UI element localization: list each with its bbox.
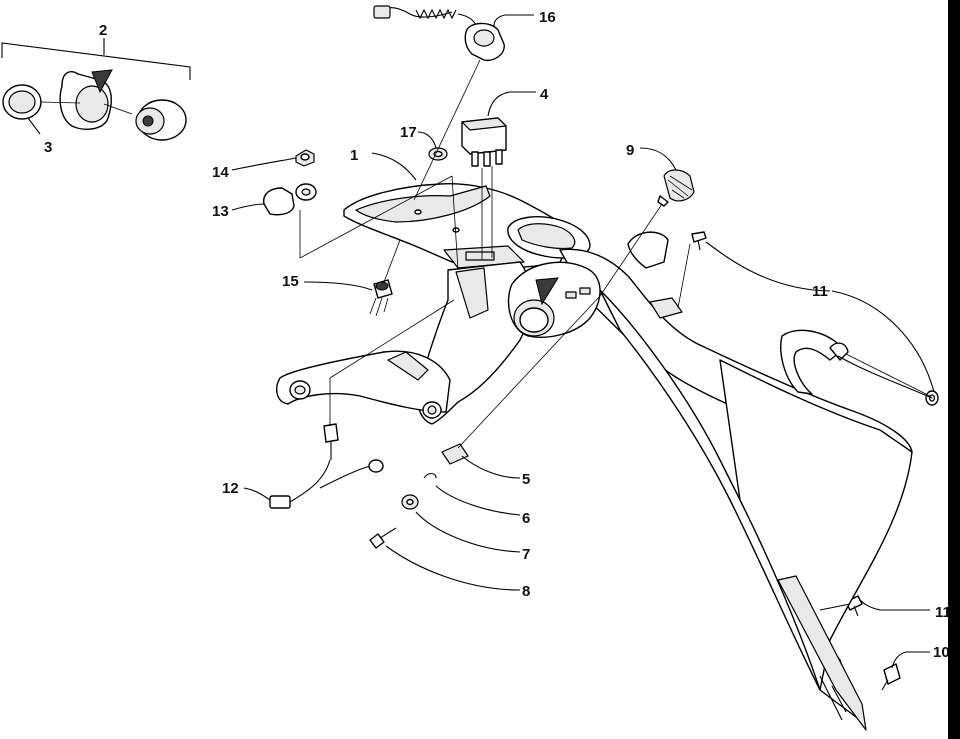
lamp-part: [369, 279, 393, 317]
ring-part: [2, 84, 42, 135]
callout-4: 4: [540, 86, 549, 103]
bolt-part: [369, 527, 397, 549]
callout-10: 10: [933, 644, 948, 661]
group-bracket-2: [1, 38, 191, 80]
rivet-part: [925, 390, 939, 406]
callout-14: 14: [212, 164, 229, 181]
wire-harness-part: [269, 423, 384, 509]
leader-lines: [231, 14, 935, 669]
right-edge-bar: [948, 0, 960, 739]
flat-washer-part: [401, 494, 419, 510]
callout-13: 13: [212, 203, 229, 220]
callout-16: 16: [539, 9, 556, 26]
callout-2: 2: [99, 22, 107, 39]
clip-part: [39, 69, 133, 130]
spring-washer-part: [423, 472, 437, 479]
callout-5: 5: [522, 471, 530, 488]
switch-part: [461, 117, 507, 167]
knob-part: [135, 99, 187, 141]
callout-17: 17: [400, 124, 417, 141]
callout-labels: 1 2 3 4 5 6 7 8 9 10 11 11 12 13 14 15 1…: [44, 9, 948, 661]
callout-15: 15: [282, 273, 299, 290]
nut-part: [295, 149, 315, 167]
callout-11-lower: 11: [935, 604, 948, 621]
lens-part: [657, 169, 695, 207]
callout-11-upper: 11: [812, 283, 828, 300]
callout-8: 8: [522, 583, 530, 600]
callout-7: 7: [522, 546, 530, 563]
callout-3: 3: [44, 139, 52, 156]
callout-12: 12: [222, 480, 239, 497]
screw-part-lower: [845, 595, 863, 617]
screw-part-bottom: [881, 663, 901, 691]
callout-9: 9: [626, 142, 634, 159]
callout-1: 1: [350, 147, 358, 164]
clip-small-part: [441, 443, 469, 465]
screw-part: [691, 231, 707, 251]
cap-part: [263, 183, 317, 216]
tether-cord-part: [373, 5, 505, 61]
callout-6: 6: [522, 510, 530, 527]
main-housing: [276, 182, 913, 731]
